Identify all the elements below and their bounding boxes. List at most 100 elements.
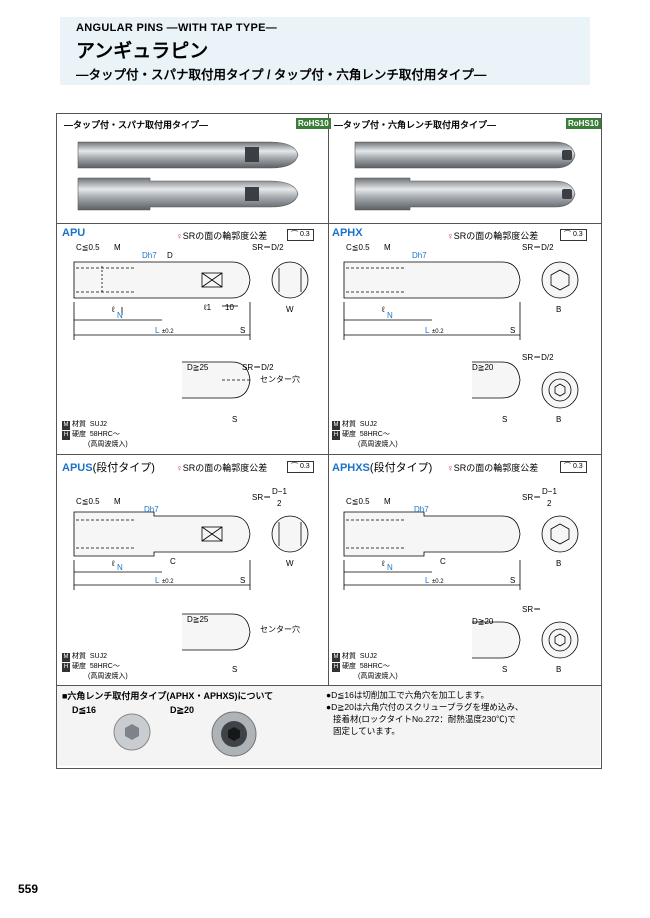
label-sr-frac-2: SR＝ xyxy=(522,605,541,614)
profile-icon: ♀ xyxy=(176,463,183,473)
label-b-2: B xyxy=(556,415,561,424)
label-L: L xyxy=(425,326,430,335)
tolerance-value: 0.3 xyxy=(572,463,583,470)
divider-photos xyxy=(56,223,601,224)
material-key: M xyxy=(62,653,70,662)
tolerance-label: SRの面の輪郭度公差 xyxy=(182,231,268,241)
label-m: M xyxy=(384,243,391,252)
label-n: N xyxy=(387,311,393,320)
label-dh7: Dh7 xyxy=(142,251,157,260)
tolerance-value: 0.3 xyxy=(572,231,583,238)
label-dh7: Dh7 xyxy=(144,505,159,514)
drawing-apu: C≦0.5 M Dh7 D SR＝D/2 ℓ ℓ1 10 N L ±0.2 S … xyxy=(73,243,309,424)
tolerance-label: SRの面の輪郭度公差 xyxy=(182,463,268,473)
hex-note-line-1: ●D≦16は切削加工で六角穴を加工します。 xyxy=(326,690,490,700)
label-c: C≦0.5 xyxy=(76,497,100,506)
label-d-ge20: D≧20 xyxy=(472,363,494,372)
label-l: ℓ xyxy=(111,305,115,314)
hardness-label: 硬度 xyxy=(72,663,86,670)
photo-left-title: —タップ付・スパナ取付用タイプ— xyxy=(64,120,209,130)
label-l: ℓ xyxy=(381,305,385,314)
hex-wrench-note-title: ■六角レンチ取付用タイプ(APHX・APHXS)について xyxy=(62,691,274,701)
tolerance-value: 0.3 xyxy=(299,463,310,470)
rohs-badge-right: RoHS10 xyxy=(566,118,601,129)
label-center-hole: センター穴 xyxy=(260,624,300,634)
section-title-apu: APU xyxy=(62,227,86,239)
label-m: M xyxy=(114,497,121,506)
profile-icon: ♀ xyxy=(447,231,454,241)
label-sr: SR＝D/2 xyxy=(522,243,554,252)
hardness-label: 硬度 xyxy=(342,431,356,438)
profile-tolerance-aphx: ♀SRの面の輪郭度公差 xyxy=(447,229,538,242)
hex-note-line-4: 固定しています。 xyxy=(333,726,400,736)
material-key: M xyxy=(332,653,340,662)
tolerance-value: 0.3 xyxy=(299,231,310,238)
label-s: S xyxy=(240,576,245,585)
drawing-aphxs: C≦0.5 M Dh7 SR＝ D−1 2 C ℓ N L ±0.2 S B D… xyxy=(343,487,579,674)
material-value: SUJ2 xyxy=(359,653,378,660)
label-sr-2: SR＝D/2 xyxy=(522,353,554,362)
section-title-apus: APUS(段付タイプ) xyxy=(62,459,155,475)
pin-photo-apu xyxy=(77,141,299,211)
label-d-ge20-bottom: D≧20 xyxy=(170,705,195,715)
label-w: W xyxy=(286,559,294,568)
hardness-note: (高周波焼入) xyxy=(358,441,398,448)
label-c-step: C xyxy=(440,557,446,566)
section-title-aphxs: APHXS(段付タイプ) xyxy=(332,459,432,475)
tolerance-label: SRの面の輪郭度公差 xyxy=(453,463,539,473)
label-l: ℓ xyxy=(111,559,115,568)
hardness-key: H xyxy=(62,663,70,672)
label-c: C≦0.5 xyxy=(346,243,370,252)
label-dh7: Dh7 xyxy=(412,251,427,260)
material-value: SUJ2 xyxy=(359,421,378,428)
label-L: L xyxy=(155,326,160,335)
header-subtitle: —タップ付・スパナ取付用タイプ / タップ付・六角レンチ取付用タイプ— xyxy=(76,68,487,82)
material-value: SUJ2 xyxy=(89,421,108,428)
material-value: SUJ2 xyxy=(89,653,108,660)
label-l1: ℓ1 xyxy=(203,303,212,312)
label-c: C≦0.5 xyxy=(346,497,370,506)
label-l: ℓ xyxy=(381,559,385,568)
drawing-apus: C≦0.5 M Dh7 SR＝ D−1 2 C ℓ N L ±0.2 S W D… xyxy=(73,487,309,674)
label-ten: 10 xyxy=(225,303,234,312)
label-pm: ±0.2 xyxy=(432,579,444,585)
label-m: M xyxy=(114,243,121,252)
label-pm: ±0.2 xyxy=(162,579,174,585)
hardness-key: H xyxy=(62,431,70,440)
hardness-label: 硬度 xyxy=(72,431,86,438)
label-sr-frac: SR＝ xyxy=(522,493,541,502)
hex-hole-photo-small xyxy=(113,713,151,751)
header-japanese-title: アンギュラピン xyxy=(76,41,209,62)
label-d: D xyxy=(167,251,173,260)
label-c-step: C xyxy=(170,557,176,566)
hex-note-text: ●D≦16は切削加工で六角穴を加工します。 ●D≧20は六角穴付のスクリュープラ… xyxy=(326,689,523,737)
pin-photo-aphx xyxy=(354,141,576,211)
hardness-key: H xyxy=(332,431,340,440)
hardness-value: 58HRC～ xyxy=(89,431,120,438)
rohs-badge-left: RoHS10 xyxy=(296,118,331,129)
label-dh7: Dh7 xyxy=(414,505,429,514)
hex-note-line-3: 接着材(ロックタイトNo.272：耐熱温度230℃)で xyxy=(333,714,516,724)
label-c: C≦0.5 xyxy=(76,243,100,252)
profile-icon: ♀ xyxy=(176,231,183,241)
label-s-2: S xyxy=(232,665,237,674)
label-b-2: B xyxy=(556,665,561,674)
photo-right-title: —タップ付・六角レンチ取付用タイプ— xyxy=(334,120,497,130)
tolerance-value-aphx: ⌒ 0.3 xyxy=(560,229,587,241)
label-L: L xyxy=(155,576,160,585)
label-n: N xyxy=(117,563,123,572)
label-n: N xyxy=(387,563,393,572)
label-center-hole: センター穴 xyxy=(260,374,300,384)
section-title-aphx: APHX xyxy=(332,227,363,239)
label-d-le16: D≦16 xyxy=(72,705,97,715)
header-band xyxy=(60,17,590,85)
hex-hole-photo-large xyxy=(211,711,257,757)
profile-icon: ♀ xyxy=(447,463,454,473)
profile-tolerance-apus: ♀SRの面の輪郭度公差 xyxy=(176,461,267,474)
hardness-note: (高周波焼入) xyxy=(88,441,128,448)
material-key: M xyxy=(332,421,340,430)
divider-bottom xyxy=(56,685,601,686)
